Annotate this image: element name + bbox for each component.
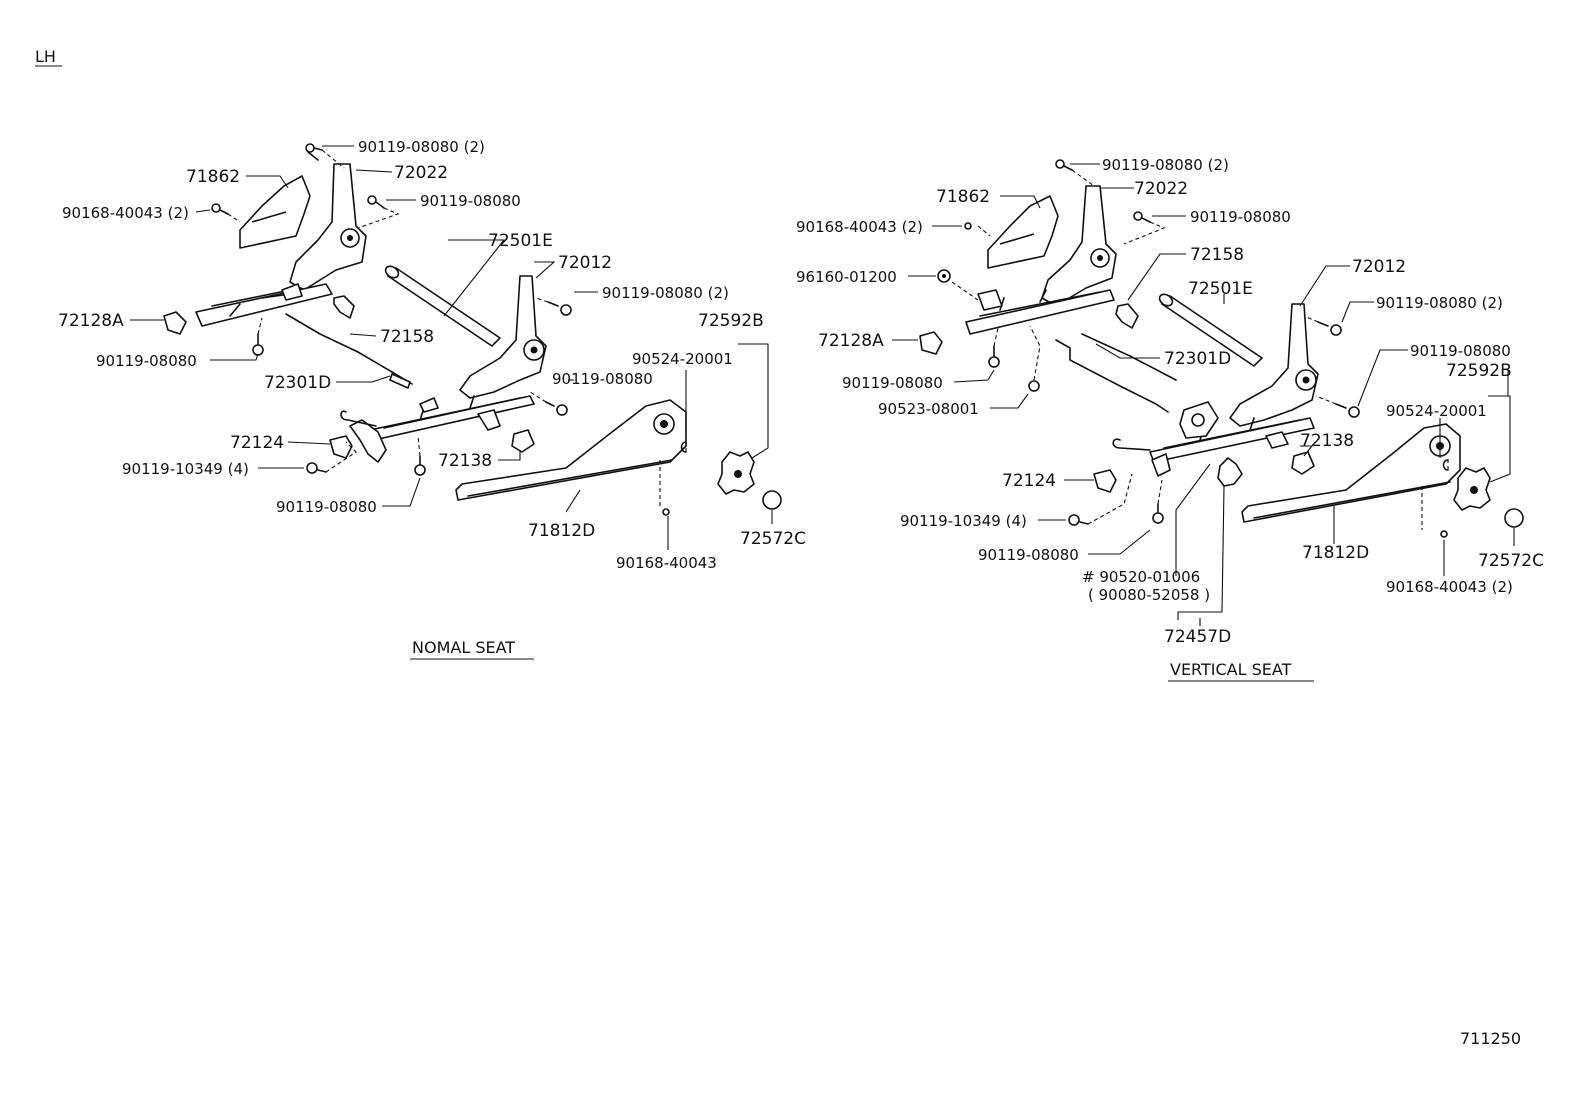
right-recliner-72012-shape xyxy=(1229,303,1319,427)
label-l2: 72022 xyxy=(394,163,448,183)
label-l12: 90119-08080 xyxy=(96,352,197,370)
right-assembly: 90119-08080 (2) 71862 72022 90119-08080 … xyxy=(796,156,1544,682)
left-bracket-72158-shape xyxy=(333,295,355,319)
left-cable-shape xyxy=(285,313,413,385)
label-l6: 72501E xyxy=(488,231,553,251)
left-part-72138-shape xyxy=(511,429,535,453)
label-l18: 90119-10349 (4) xyxy=(122,460,249,478)
right-recliner-cover-shape xyxy=(987,195,1059,269)
right-linkage-shape xyxy=(1055,333,1177,413)
left-cap-shape xyxy=(762,490,782,510)
label-r13: 90119-08080 xyxy=(1410,342,1511,360)
label-r11: 72128A xyxy=(818,331,884,351)
corner-label: LH xyxy=(35,47,56,66)
label-r15: 72592B xyxy=(1446,361,1512,381)
label-r8: 96160-01200 xyxy=(796,268,897,286)
left-screw-icons xyxy=(211,143,670,516)
label-l15: 90119-08080 xyxy=(552,370,653,388)
label-r6: 72158 xyxy=(1190,245,1244,265)
label-r21: 71812D xyxy=(1302,543,1369,563)
left-assembly: 90119-08080 (2) 72022 71862 90119-08080 … xyxy=(58,138,806,660)
right-screw-icons xyxy=(964,159,1448,538)
label-l4: 90119-08080 xyxy=(420,192,521,210)
figure-code: 711250 xyxy=(1460,1029,1521,1048)
right-gear-shape xyxy=(1217,457,1243,487)
label-l22: 90168-40043 xyxy=(616,554,717,572)
label-r2: 71862 xyxy=(936,187,990,207)
label-l17: 72138 xyxy=(438,451,492,471)
label-l20: 71812D xyxy=(528,521,595,541)
label-r26: 90168-40043 (2) xyxy=(1386,578,1513,596)
right-part-72138-shape xyxy=(1291,451,1315,475)
left-outer-cover-shape xyxy=(455,399,687,501)
label-r12: 72301D xyxy=(1164,349,1231,369)
label-r18: 72138 xyxy=(1300,431,1354,451)
left-part-72124-shape xyxy=(329,435,353,459)
left-assembly-title: NOMAL SEAT xyxy=(412,638,515,657)
left-torsion-bar-shape xyxy=(384,265,502,348)
label-r14: 90119-08080 xyxy=(842,374,943,392)
right-knob-shape xyxy=(919,331,943,355)
label-l5: 90168-40043 (2) xyxy=(62,204,189,222)
label-r22: 72572C xyxy=(1478,551,1544,571)
right-cap-shape xyxy=(1504,508,1524,528)
label-r5: 90168-40043 (2) xyxy=(796,218,923,236)
label-r1: 90119-08080 (2) xyxy=(1102,156,1229,174)
label-l1: 90119-08080 (2) xyxy=(358,138,485,156)
label-r19: 72124 xyxy=(1002,471,1056,491)
right-assembly-title: VERTICAL SEAT xyxy=(1170,660,1292,679)
label-r17: 90524-20001 xyxy=(1386,402,1487,420)
label-l7: 72012 xyxy=(558,253,612,273)
right-outer-cover-shape xyxy=(1241,423,1461,523)
left-knob-shape xyxy=(163,311,187,335)
label-l8: 90119-08080 (2) xyxy=(602,284,729,302)
label-r4: 90119-08080 xyxy=(1190,208,1291,226)
label-l13: 90524-20001 xyxy=(632,350,733,368)
right-lower-track-shape xyxy=(1149,417,1315,463)
label-r25: ( 90080-52058 ) xyxy=(1088,586,1210,604)
label-l21: 72572C xyxy=(740,529,806,549)
label-r16: 90523-08001 xyxy=(878,400,979,418)
label-r24: # 90520-01006 xyxy=(1082,568,1200,586)
label-r23: 90119-08080 xyxy=(978,546,1079,564)
right-torsion-bar-shape xyxy=(1158,293,1264,368)
label-r3: 72022 xyxy=(1134,179,1188,199)
label-l14: 72301D xyxy=(264,373,331,393)
label-r7: 72012 xyxy=(1352,257,1406,277)
label-r20: 90119-10349 (4) xyxy=(900,512,1027,530)
right-upper-track-shape xyxy=(965,289,1115,335)
left-lower-track-shape xyxy=(369,395,535,441)
label-l10: 72158 xyxy=(380,327,434,347)
label-l3: 71862 xyxy=(186,167,240,187)
label-r27: 72457D xyxy=(1164,627,1231,647)
left-recliner-72012-shape xyxy=(459,275,547,399)
label-l19: 90119-08080 xyxy=(276,498,377,516)
label-l11: 72592B xyxy=(698,311,764,331)
right-bracket-72158-shape xyxy=(1115,303,1139,329)
label-r10: 90119-08080 (2) xyxy=(1376,294,1503,312)
label-l16: 72124 xyxy=(230,433,284,453)
left-recliner-plate-shape xyxy=(289,163,367,291)
left-recliner-cover-shape xyxy=(239,175,311,249)
label-r9: 72501E xyxy=(1188,279,1253,299)
label-l9: 72128A xyxy=(58,311,124,331)
right-part-72124-shape xyxy=(1093,469,1117,493)
